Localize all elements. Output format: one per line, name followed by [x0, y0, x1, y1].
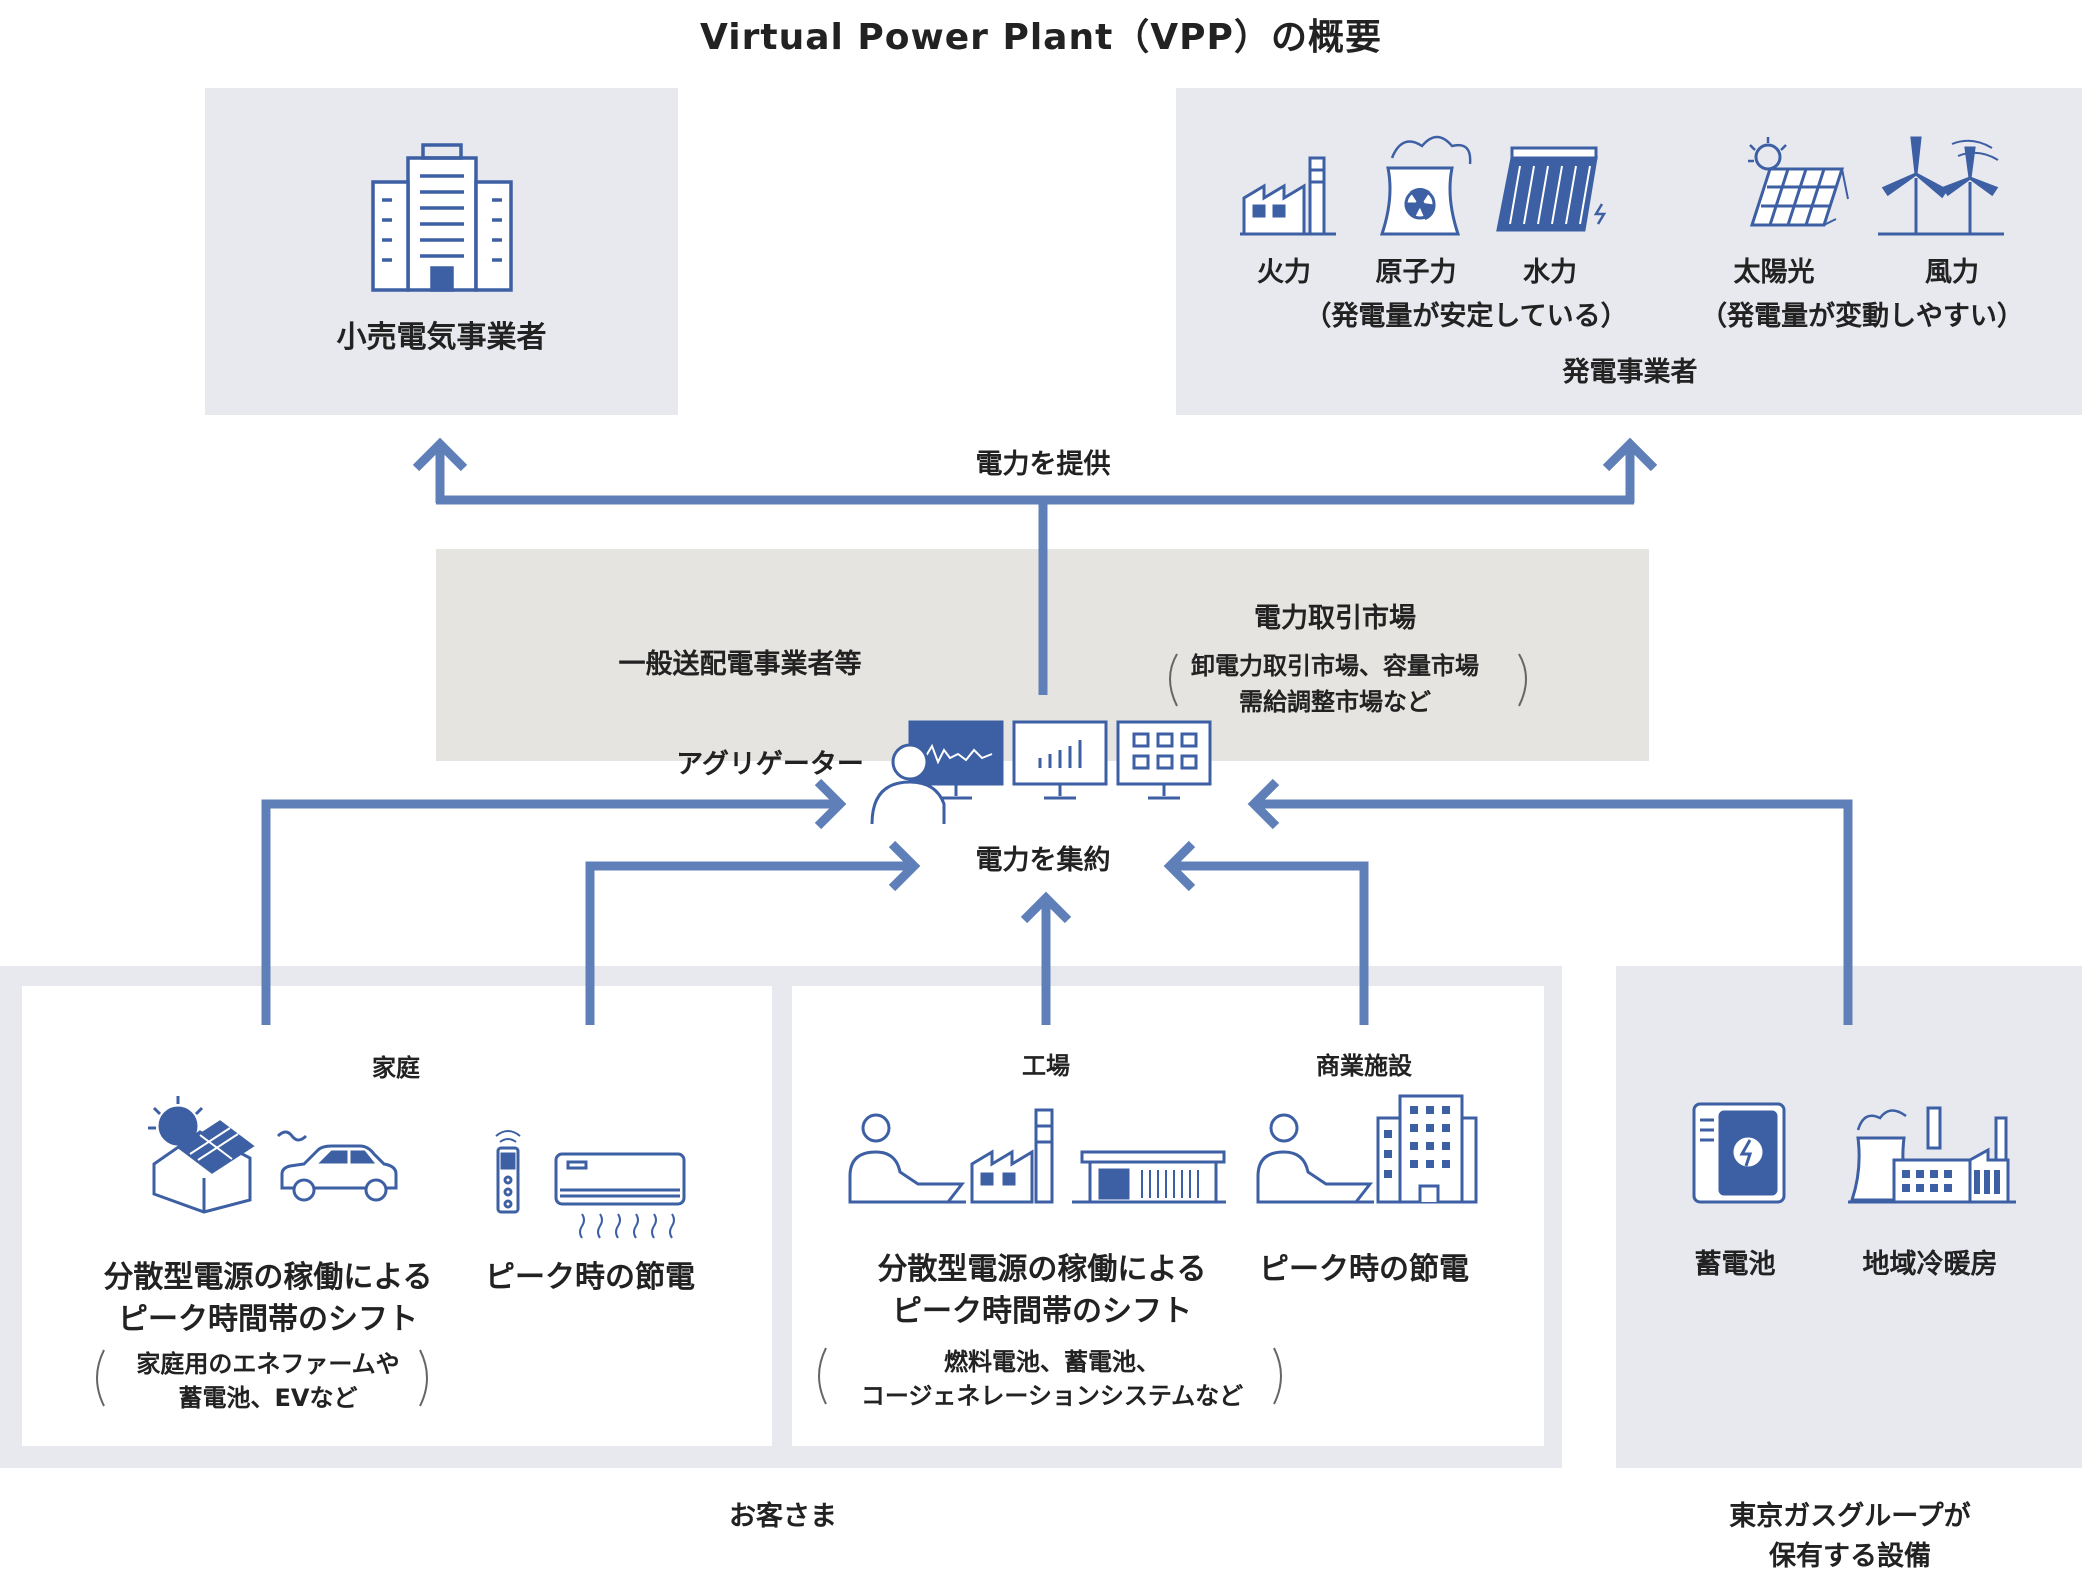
business-panel [792, 986, 1544, 1446]
wind-turbine-icon [1878, 136, 2004, 236]
market-sub2: 需給調整市場など [1239, 688, 1431, 716]
market-label: 電力取引市場 [1254, 603, 1416, 634]
home-note-1: 家庭用のエネファームや [136, 1350, 400, 1378]
biz-note-2: コージェネレーションシステムなど [860, 1382, 1244, 1410]
generation-item-hydro: 水力 [1523, 257, 1577, 288]
commercial-label: 商業施設 [1316, 1052, 1412, 1080]
home-note-paren [96, 1349, 428, 1407]
market-sub1: 卸電力取引市場、容量市場 [1191, 652, 1479, 680]
battery-icon [1692, 1102, 1786, 1204]
commercial-scene-icon [1256, 1094, 1478, 1204]
dhc-label: 地域冷暖房 [1862, 1249, 1998, 1280]
thermal-plant-icon [1240, 156, 1336, 236]
generation-box [1176, 88, 2082, 415]
home-note-2: 蓄電池、EVなど [178, 1384, 358, 1412]
office-building-icon [371, 143, 513, 292]
nuclear-plant-icon [1379, 135, 1472, 236]
biz-note-paren [818, 1347, 1282, 1405]
factory-label: 工場 [1022, 1052, 1070, 1080]
generation-item-thermal: 火力 [1257, 257, 1311, 288]
home-shift-1: 分散型電源の稼働による [103, 1260, 433, 1295]
grid-operator-label: 一般送配電事業者等 [618, 649, 862, 680]
generation-item-nuclear: 原子力 [1375, 257, 1457, 288]
generation-item-solar: 太陽光 [1733, 257, 1815, 288]
home-panel [22, 986, 772, 1446]
solar-panel-icon [1748, 137, 1849, 227]
retail-label: 小売電気事業者 [336, 320, 547, 355]
factory-scene-icon [848, 1108, 1226, 1204]
generation-item-wind: 風力 [1925, 257, 1979, 288]
home-label: 家庭 [372, 1054, 420, 1082]
electric-car-icon [276, 1130, 398, 1202]
biz-note-1: 燃料電池、蓄電池、 [944, 1348, 1160, 1376]
home-peak: ピーク時の節電 [485, 1260, 695, 1295]
tokyogas-label-2: 保有する設備 [1769, 1541, 1931, 1572]
supply-trunk [1038, 545, 1048, 695]
tokyogas-label-1: 東京ガスグループが [1729, 1501, 1971, 1532]
customers-label: お客さま [729, 1501, 837, 1532]
home-shift-2: ピーク時間帯のシフト [118, 1302, 418, 1337]
biz-peak: ピーク時の節電 [1259, 1252, 1469, 1287]
biz-shift-2: ピーク時間帯のシフト [892, 1294, 1192, 1329]
generation-label: 発電事業者 [1562, 357, 1698, 388]
solar-house-icon [148, 1096, 255, 1214]
aggregate-label: 電力を集約 [975, 845, 1111, 876]
supply-label: 電力を提供 [975, 449, 1111, 480]
remote-aircon-icon [495, 1130, 686, 1239]
variable-note: （発電量が変動しやすい） [1700, 301, 2024, 332]
tokyogas-box [1616, 966, 2082, 1468]
aggregator-label: アグリゲーター [676, 749, 864, 780]
district-heating-icon [1848, 1106, 2016, 1204]
biz-shift-1: 分散型電源の稼働による [877, 1252, 1207, 1287]
stable-note: （発電量が安定している） [1304, 301, 1628, 332]
market-paren [1169, 653, 1527, 707]
diagram-title: Virtual Power Plant（VPP）の概要 [700, 17, 1382, 58]
hydro-dam-icon [1496, 146, 1607, 232]
aggregator-icon [870, 720, 1212, 825]
battery-label: 蓄電池 [1694, 1249, 1776, 1280]
